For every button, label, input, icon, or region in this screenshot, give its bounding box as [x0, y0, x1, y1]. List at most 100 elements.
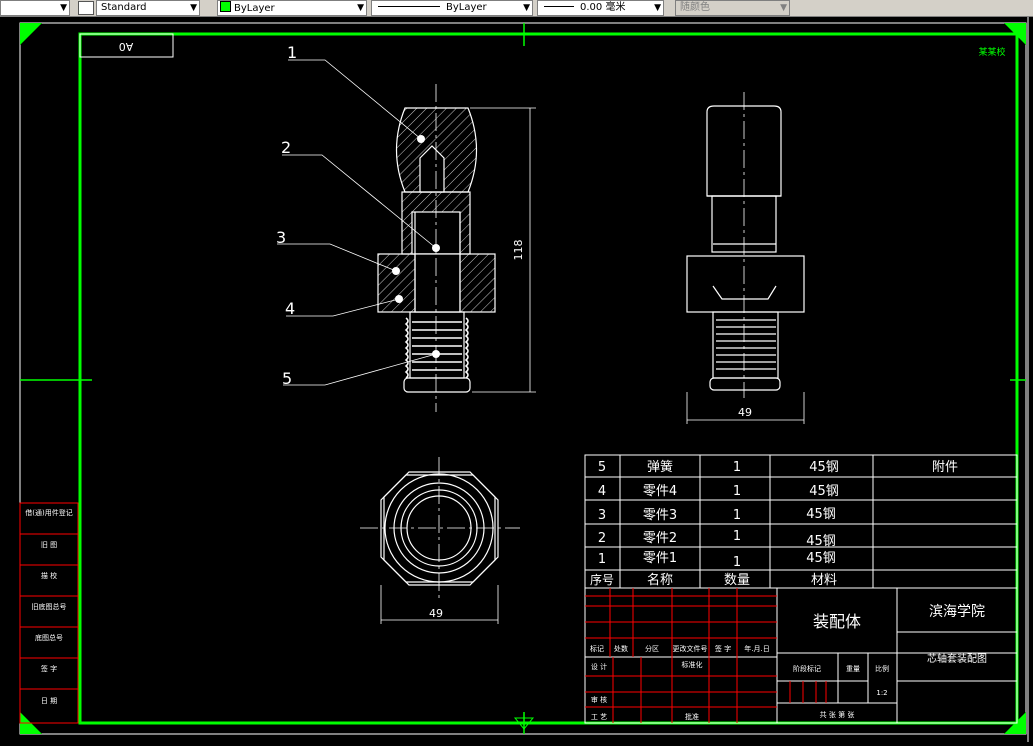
school-name: 滨海学院 [929, 604, 985, 620]
plotstyle-value: 随颜色 [680, 2, 710, 13]
bom-qty: 1 [733, 460, 741, 475]
bom-qty: 1 [733, 555, 741, 570]
chevron-down-icon: ▼ [60, 3, 67, 13]
svg-text:1: 1 [287, 43, 297, 62]
text-style-value: Standard [101, 2, 147, 13]
properties-toolbar: ▼ Standard ▼ ByLayer ▼ ByLayer ▼ 0.00 毫米 ▼ 随… [0, 0, 1033, 17]
svg-text:签 字: 签 字 [715, 644, 731, 653]
svg-text:阶段标记: 阶段标记 [793, 664, 821, 673]
chevron-down-icon: ▼ [190, 3, 197, 13]
linetype-dropdown[interactable]: ByLayer ▼ [371, 0, 533, 16]
svg-text:批准: 批准 [685, 712, 699, 721]
svg-text:设 计: 设 计 [591, 662, 607, 671]
strip-label: 底图总号 [35, 633, 63, 642]
svg-text:3: 3 [276, 228, 286, 247]
plotstyle-dropdown[interactable]: 随颜色 ▼ [675, 0, 790, 16]
svg-text:更改文件号: 更改文件号 [673, 644, 708, 653]
bom-no: 2 [598, 531, 606, 546]
color-value: ByLayer [234, 3, 275, 14]
spring-coils [404, 317, 469, 379]
bom-header-no: 序号 [590, 572, 614, 587]
bom-name: 零件3 [643, 508, 677, 523]
linetype-value: ByLayer [446, 2, 487, 13]
strip-label: 旧底图总号 [32, 602, 67, 611]
bom-no: 1 [598, 552, 606, 567]
lineweight-dropdown[interactable]: 0.00 毫米 ▼ [537, 0, 664, 16]
corner-mark [1004, 23, 1026, 45]
strip-label: 旧 图 [41, 541, 57, 549]
bom-material: 45钢 [806, 507, 836, 522]
top-view [360, 457, 520, 624]
strip-label: 借(通)用件登记 [25, 508, 72, 517]
stamp-text: 某某校 [978, 46, 1005, 58]
bom-qty: 1 [733, 508, 741, 523]
bom-header-material: 材料 [811, 573, 837, 588]
corner-mark [20, 23, 42, 45]
bom-qty: 1 [733, 484, 741, 499]
bom-material: 45钢 [809, 484, 839, 499]
bom-name: 零件1 [643, 551, 677, 566]
svg-text:工 艺: 工 艺 [591, 713, 607, 721]
leader-lines [277, 59, 437, 386]
chevron-down-icon: ▼ [780, 3, 787, 13]
svg-text:分区: 分区 [645, 644, 659, 653]
dim-side-width: 49 [738, 406, 752, 419]
dim-top-width: 49 [429, 607, 443, 620]
svg-text:2: 2 [281, 138, 291, 157]
bom-name: 零件2 [643, 531, 677, 546]
inner-frame [78, 32, 1019, 725]
bom-material: 45钢 [806, 551, 836, 566]
svg-text:标准化: 标准化 [682, 660, 703, 669]
bom-rows: 5 弹簧 1 45钢 附件 4 零件4 1 45钢 3 零件3 1 45钢 2 … [590, 459, 958, 588]
strip-label: 签 字 [41, 664, 57, 673]
bom-header-name: 名称 [647, 572, 673, 588]
title-block-labels: 标记 处数 分区 更改文件号 签 字 年.月.日 设 计 标准化 审 核 工 艺… [590, 644, 889, 721]
dim-height [470, 107, 536, 393]
text-style-dropdown[interactable]: Standard ▼ [96, 0, 200, 16]
bom-no: 3 [598, 508, 606, 523]
scale-value: 1:2 [876, 689, 887, 697]
svg-text:重量: 重量 [846, 665, 860, 673]
lineweight-value: 0.00 毫米 [580, 2, 626, 13]
svg-text:4: 4 [285, 299, 295, 318]
bom-qty: 1 [733, 529, 741, 544]
strip-label: 描 校 [41, 571, 57, 580]
sheet-size-box [79, 33, 174, 58]
linetype-sample [378, 6, 440, 7]
sheet-size: A0 [119, 40, 134, 53]
color-swatch [220, 1, 231, 12]
bom-material: 45钢 [809, 460, 839, 475]
svg-text:年.月.日: 年.月.日 [744, 644, 769, 653]
lineweight-sample [544, 6, 574, 7]
svg-text:共 张 第 张: 共 张 第 张 [820, 710, 855, 719]
outer-frame [19, 22, 1027, 735]
drawing-title: 芯轴套装配图 [927, 652, 987, 665]
side-spring-coils [716, 319, 776, 370]
cad-drawing: A0 某某校 借(通)用件登记 旧 图 描 校 旧底图总号 底图总号 签 字 日… [19, 17, 1029, 742]
chevron-down-icon: ▼ [654, 3, 661, 13]
text-height-dropdown[interactable]: ▼ [0, 0, 70, 16]
bom-material: 45钢 [806, 534, 836, 549]
svg-text:审 核: 审 核 [591, 695, 607, 704]
text-style-icon[interactable] [78, 1, 94, 15]
chevron-down-icon: ▼ [523, 3, 530, 13]
svg-text:5: 5 [282, 369, 292, 388]
bom-no: 5 [598, 460, 606, 475]
svg-text:比例: 比例 [875, 664, 889, 673]
side-view [686, 92, 805, 424]
bom-header-qty: 数量 [724, 573, 750, 588]
strip-label: 日 期 [41, 697, 57, 705]
bom-note: 附件 [932, 460, 958, 475]
title-block-grid [584, 587, 1018, 724]
svg-text:处数: 处数 [614, 644, 628, 653]
bom-name: 零件4 [643, 484, 677, 499]
dim-height-text: 118 [512, 240, 525, 261]
bom-name: 弹簧 [647, 459, 673, 475]
color-dropdown[interactable]: ByLayer ▼ [217, 0, 367, 16]
drawing-name: 装配体 [813, 612, 861, 631]
left-strip [19, 502, 79, 724]
balloon-labels: 1 2 3 4 5 [276, 43, 297, 388]
bom-no: 4 [598, 484, 606, 499]
chevron-down-icon: ▼ [357, 3, 364, 13]
drawing-canvas[interactable]: A0 某某校 借(通)用件登记 旧 图 描 校 旧底图总号 底图总号 签 字 日… [0, 17, 1033, 742]
